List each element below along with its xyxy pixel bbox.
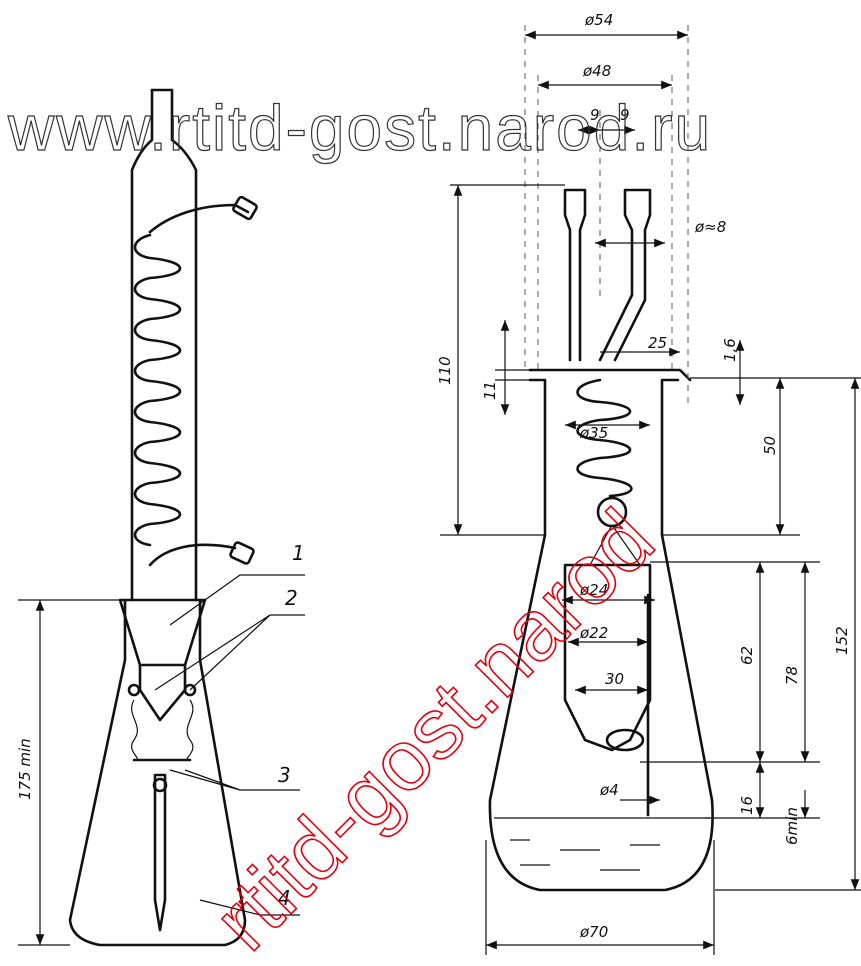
dim-label-25: 25 <box>648 334 667 352</box>
right-coil <box>576 378 633 498</box>
condenser-outlet-nozzle <box>229 541 255 565</box>
condenser-outer-left <box>130 88 154 602</box>
dim-label-d48: ø48 <box>582 62 611 80</box>
sample-holder-eye <box>152 777 168 793</box>
callout-line-2 <box>154 614 305 691</box>
condenser-inlet-nozzle <box>232 195 258 221</box>
condenser-coil <box>133 233 182 547</box>
cup-hanger-left <box>589 524 613 566</box>
sample-holder <box>153 773 167 932</box>
callout-line-4 <box>199 899 300 916</box>
inlet-tube-left <box>563 188 587 362</box>
height-label: 175 min <box>16 738 34 800</box>
dim-label-16: 16 <box>738 796 756 815</box>
callout-3: 3 <box>278 763 291 787</box>
liquid-hatch <box>510 839 660 871</box>
watermark-diagonal: rtitd-gost.narod <box>196 492 673 966</box>
inner-cup <box>138 663 187 722</box>
dim-label-110: 110 <box>436 356 454 385</box>
dim-label-d35: ø35 <box>579 424 608 442</box>
watermark-site: www.rtitd-gost.narod.ru <box>7 92 712 164</box>
dim-label-9a: 9 <box>590 106 600 124</box>
dim-label-62: 62 <box>738 646 756 665</box>
extraction-cup <box>563 563 652 752</box>
condenser-outer-right <box>170 88 198 602</box>
dim-label-d4: ø4 <box>599 781 619 799</box>
inlet-tube-right <box>598 188 652 362</box>
wire-left <box>131 699 138 761</box>
condenser-outlet-tube <box>148 543 237 567</box>
dim-label-50: 50 <box>761 436 779 455</box>
dim-label-d54: ø54 <box>584 11 613 29</box>
conical-flask <box>68 598 247 947</box>
dim-label-d70: ø70 <box>579 923 608 941</box>
dim-label-11: 11 <box>481 381 499 400</box>
callout-line-3 <box>169 769 300 791</box>
callout-line-1 <box>169 574 305 626</box>
callout-2: 2 <box>285 586 298 610</box>
hook-right <box>183 683 197 697</box>
wire-right <box>186 699 194 761</box>
dim-label-d24: ø24 <box>579 581 608 599</box>
right-apparatus <box>440 25 861 955</box>
flask-outer <box>488 378 714 892</box>
left-apparatus <box>18 88 305 947</box>
dim-label-6min: 6min <box>783 807 801 845</box>
callout-1: 1 <box>292 541 305 565</box>
dim-label-d8: ø≈8 <box>694 218 726 236</box>
hook-left <box>127 683 141 697</box>
drain-loop <box>605 728 645 752</box>
dim-label-152: 152 <box>833 626 851 655</box>
flask-lid <box>528 368 692 382</box>
dim-label-78: 78 <box>783 666 801 685</box>
dim-label-d22: ø22 <box>579 624 608 642</box>
callout-4: 4 <box>278 886 291 910</box>
dim-label-9b: 9 <box>620 106 630 124</box>
dim-label-1-6: 1,6 <box>721 338 739 362</box>
condenser-inlet-tube <box>148 203 250 234</box>
dim-label-30: 30 <box>605 670 624 688</box>
cup-hanger-right <box>611 524 641 566</box>
